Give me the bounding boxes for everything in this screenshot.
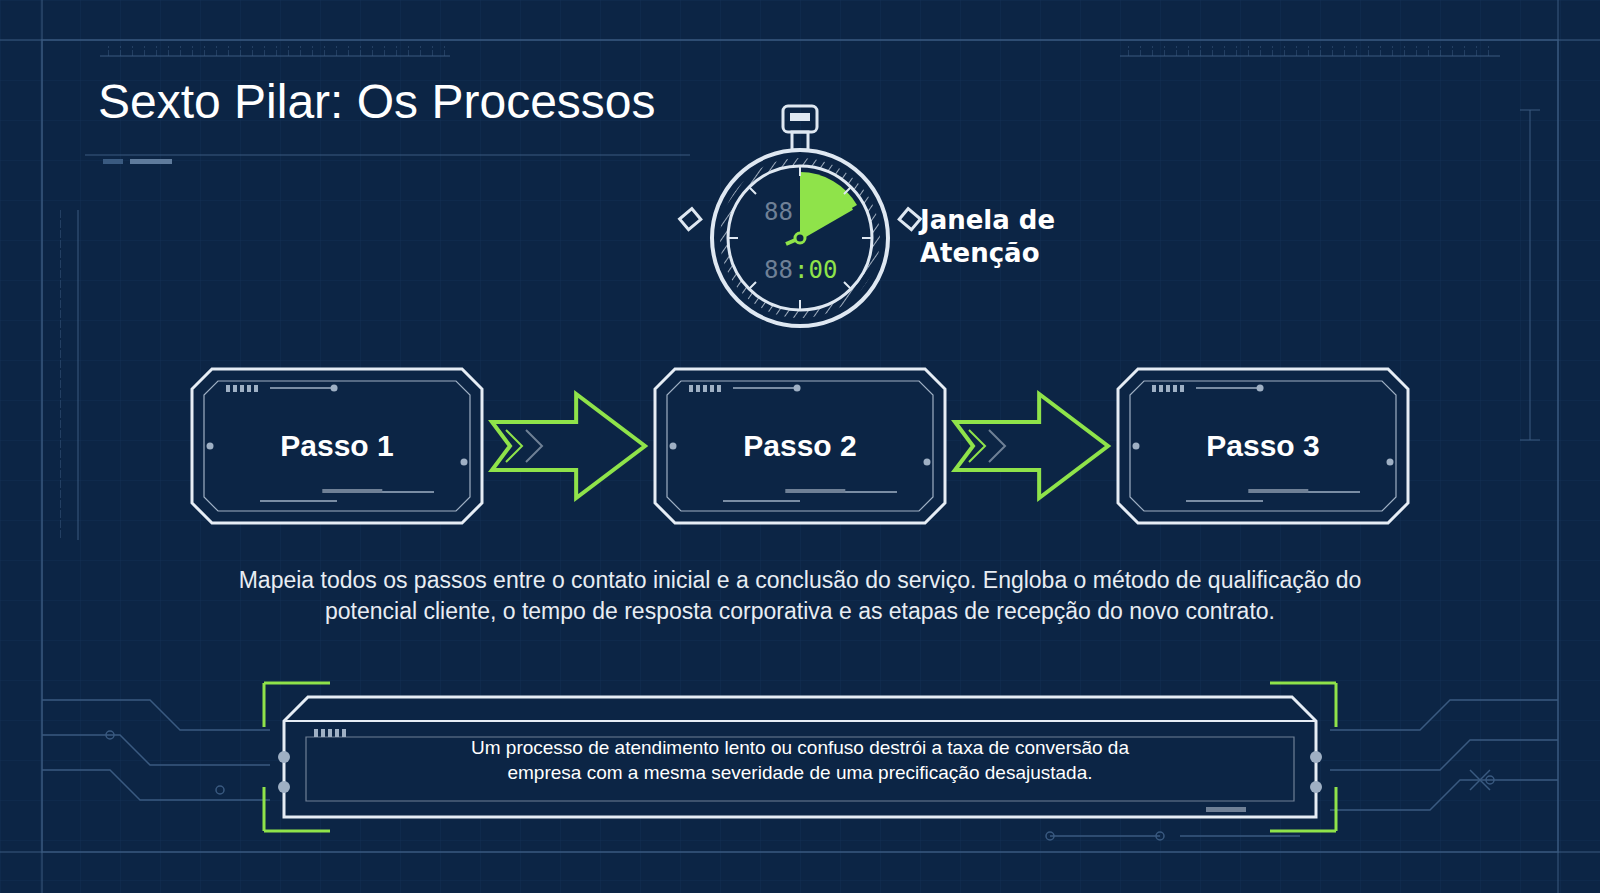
text-group: Um processo de atendimento lento ou conf… [434, 735, 1166, 785]
description-text: Mapeia todos os passos entre o contato i… [230, 565, 1370, 627]
digit-readout: :00 [794, 256, 837, 284]
process-step-box: Passo 3 [1116, 367, 1410, 525]
slide-title: Sexto Pilar: Os Processos [98, 74, 656, 129]
text-group: Passo 2 [743, 428, 856, 464]
step-label: Passo 2 [743, 428, 856, 464]
digit-readout: 88 [764, 198, 793, 226]
flow-arrow [955, 394, 1108, 498]
flow-arrow [492, 394, 645, 498]
step-label: Passo 3 [1206, 428, 1319, 464]
note-text: Um processo de atendimento lento ou conf… [434, 735, 1166, 785]
callout-note-box: Um processo de atendimento lento ou conf… [284, 697, 1316, 817]
process-step-box: Passo 2 [653, 367, 947, 525]
process-step-box: Passo 1 [190, 367, 484, 525]
text-group: Passo 3 [1206, 428, 1319, 464]
step-label: Passo 1 [280, 428, 393, 464]
text-group: Passo 1 [280, 428, 393, 464]
digit-readout: 88 [764, 256, 793, 284]
timer-label: Janela de Atenção [920, 204, 1090, 270]
